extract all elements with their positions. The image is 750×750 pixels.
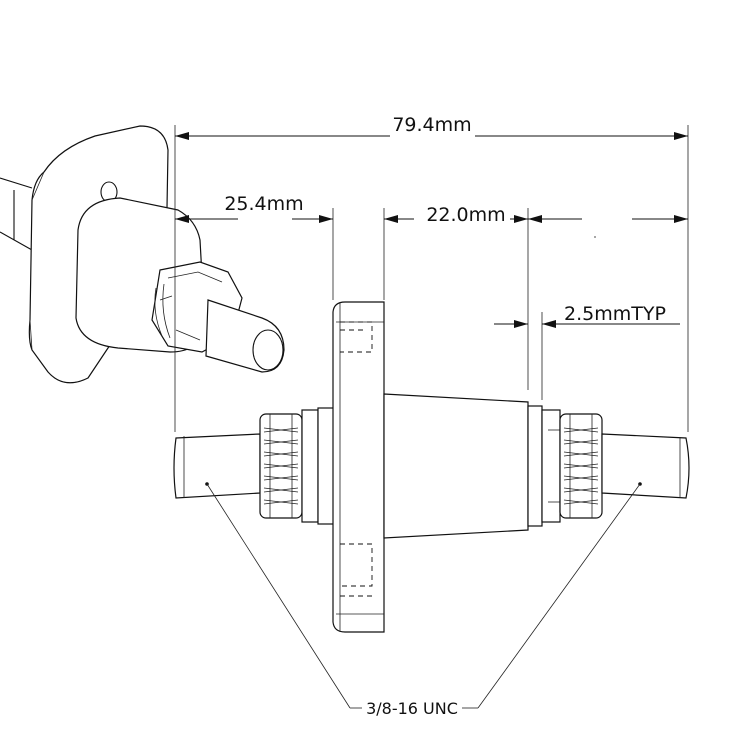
- right-lock-washer: [527, 405, 543, 527]
- isometric-view: [0, 125, 285, 384]
- right-washer: [541, 409, 561, 523]
- thread-callout: 3/8-16 UNC: [205, 482, 642, 718]
- left-washer: [301, 409, 319, 523]
- dimension-stud: 25.4mm: [175, 193, 334, 300]
- dimension-body: 22.0mm: [383, 204, 688, 390]
- body: [383, 393, 529, 539]
- hidden-hole-bottom: [340, 543, 373, 597]
- left-stud: [173, 433, 261, 499]
- right-nut-knurl: [563, 414, 599, 518]
- iso-stud-end: [205, 299, 285, 373]
- right-stud: [601, 433, 690, 499]
- flange: [332, 301, 385, 633]
- iso-rear-stud: [0, 177, 33, 251]
- dimension-washer: 2.5mmTYP: [494, 303, 680, 400]
- left-nut-knurl: [263, 414, 299, 518]
- dim-washer-label: 2.5mmTYP: [564, 303, 666, 325]
- dim-stud-label: 25.4mm: [224, 193, 303, 215]
- side-view: [173, 301, 690, 633]
- left-lock-washer: [317, 407, 335, 525]
- hidden-hole-top: [340, 321, 373, 353]
- thread-spec-label: 3/8-16 UNC: [366, 699, 458, 718]
- dimension-overall: 79.4mm: [174, 114, 689, 432]
- dim-body-label: 22.0mm: [426, 204, 505, 226]
- dim-overall-label: 79.4mm: [392, 114, 471, 136]
